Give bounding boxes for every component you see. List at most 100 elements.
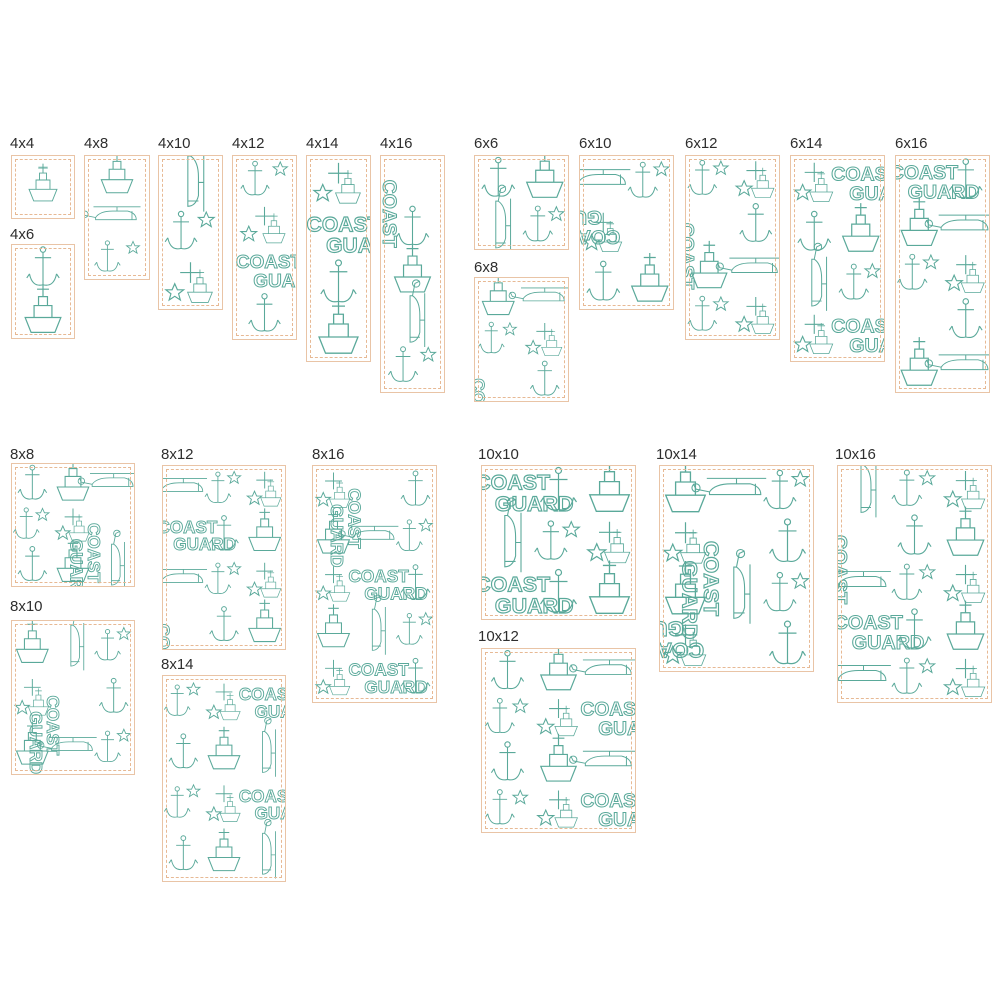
anchor-ring	[252, 160, 258, 167]
helicopter-shape	[38, 737, 97, 751]
anchor-icon	[687, 295, 718, 331]
ship-shape	[15, 621, 49, 663]
anchor-shape	[400, 569, 431, 600]
ship-icon	[27, 688, 49, 716]
ship-icon	[186, 269, 213, 303]
ship-icon	[539, 733, 578, 782]
star-shape	[712, 159, 730, 176]
ship-icon	[750, 303, 775, 334]
star-icon	[245, 580, 264, 597]
anchor-shape	[687, 165, 718, 195]
anchor-icon	[797, 210, 832, 251]
anchor-icon	[12, 507, 40, 539]
coast-word: COAST	[838, 612, 903, 634]
anchor-icon	[891, 469, 923, 506]
helicopter-shape	[838, 571, 891, 587]
crosshair-icon	[804, 162, 824, 182]
anchor-shape	[484, 794, 515, 825]
tail-rotor	[813, 242, 823, 252]
anchor-shape	[400, 663, 431, 694]
coast-word: COAST	[348, 566, 409, 586]
design-pattern	[481, 156, 566, 249]
star-shape	[944, 273, 964, 292]
ship-icon	[539, 649, 578, 691]
star-icon	[586, 542, 608, 562]
anchor-shape	[948, 164, 983, 199]
ship-shape	[318, 301, 359, 354]
anchor-icon	[891, 657, 923, 694]
size-label-10x14: 10x14	[656, 446, 697, 463]
anchor-ring	[334, 259, 343, 267]
anchor-ring	[911, 514, 918, 521]
star-shape	[942, 489, 963, 508]
star-icon	[918, 657, 937, 674]
ship-icon	[68, 514, 90, 542]
anchor-icon	[240, 160, 270, 196]
ship-shape	[68, 514, 90, 542]
anchor-ring	[406, 613, 412, 619]
anchor-ring	[962, 298, 970, 305]
helicopter-icon	[715, 257, 779, 274]
crosshair-icon	[256, 471, 274, 489]
size-label-8x16: 8x16	[312, 446, 345, 463]
guard-word: GUARD	[255, 804, 285, 823]
helicopter-icon	[163, 569, 208, 583]
anchor-shape	[12, 512, 40, 539]
anchor-icon	[26, 246, 60, 286]
star-shape	[790, 469, 810, 488]
star-icon	[54, 524, 72, 541]
ship-icon	[900, 337, 939, 386]
anchor-icon	[490, 649, 525, 690]
anchor-shape	[534, 526, 568, 560]
tail-rotor	[924, 219, 934, 228]
tail-rotor	[412, 279, 421, 288]
hoop-preview-4x8	[84, 155, 150, 280]
anchor-ring	[496, 789, 503, 795]
anchor-icon	[94, 629, 121, 661]
ship-icon	[679, 529, 707, 564]
coast-word: COAST	[580, 791, 635, 812]
helicopter-shape	[733, 550, 751, 624]
guard-word: GUARD	[852, 632, 924, 654]
anchor-ring	[699, 295, 706, 302]
anchor-icon	[687, 159, 718, 195]
guard-word: GUARD	[253, 270, 296, 291]
ship-icon	[56, 464, 90, 501]
anchor-shape	[17, 551, 48, 581]
ship-icon	[554, 705, 578, 737]
anchor-icon	[168, 835, 199, 871]
anchor-shape	[763, 577, 797, 612]
anchor-ring	[104, 240, 110, 246]
helicopter-shape	[838, 665, 891, 681]
anchor-ring	[783, 518, 792, 526]
star-icon	[226, 561, 242, 576]
ship-shape	[960, 665, 986, 698]
anchor-shape	[164, 216, 198, 250]
ship-icon	[664, 561, 707, 615]
helicopter-icon	[495, 184, 512, 249]
star-shape	[226, 470, 242, 485]
tail-rotor	[715, 262, 724, 271]
star-icon	[918, 469, 937, 486]
coast-word: COAST	[482, 573, 550, 597]
cross-shape	[325, 566, 342, 584]
ship-shape	[329, 667, 351, 696]
star-icon	[547, 205, 566, 222]
coast-word: COAST	[239, 787, 285, 806]
helicopter-shape	[509, 287, 568, 302]
ship-icon	[750, 167, 775, 198]
